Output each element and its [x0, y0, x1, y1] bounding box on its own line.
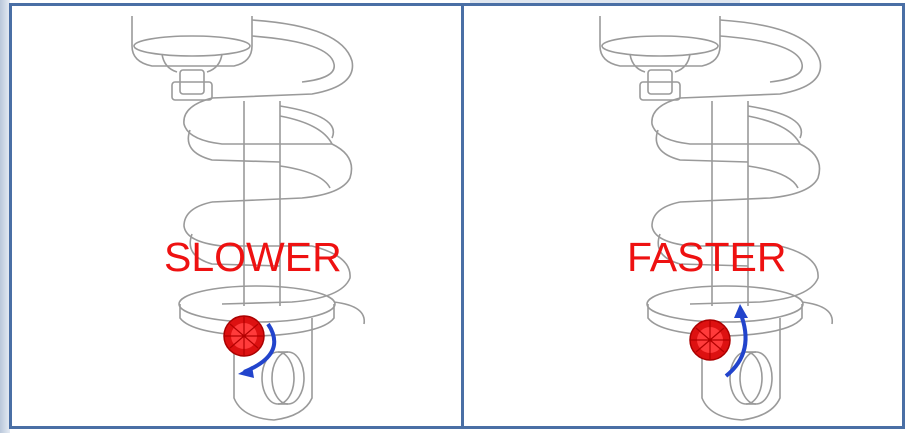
top-cap-ring [601, 35, 719, 57]
eyelet-body [701, 318, 781, 421]
coil-3 [679, 143, 821, 203]
line-art [599, 16, 833, 421]
shock-absorber-drawing-slower [131, 16, 365, 421]
coil-3 [211, 143, 353, 203]
rotation-arrow-icon [724, 304, 748, 378]
coil-2 [183, 97, 332, 145]
eyelet-hole [729, 351, 763, 405]
label-faster: FASTER [627, 234, 787, 280]
coil-1 [211, 19, 354, 99]
coil-4 [183, 201, 312, 247]
top-bolt-head [171, 81, 213, 101]
spring-seat [646, 285, 804, 323]
top-bolt-head [639, 81, 681, 101]
coil-2 [651, 97, 800, 145]
rotation-arrow-icon [238, 322, 277, 378]
left-shadow-edge [0, 0, 10, 433]
adjuster-knob-icon[interactable] [223, 315, 265, 357]
coil-5 [221, 245, 351, 305]
shock-absorber-drawing-faster [599, 16, 833, 421]
adjuster-knob-icon[interactable] [689, 319, 731, 361]
panel-slower: SLOWER [9, 3, 465, 429]
eyelet-body [233, 318, 313, 421]
label-slower: SLOWER [164, 234, 342, 280]
coil-5 [689, 245, 819, 305]
top-cap [131, 16, 253, 67]
line-art [131, 16, 365, 421]
top-cap [599, 16, 721, 67]
coil-1 [679, 19, 822, 99]
panel-faster: FASTER [461, 3, 905, 429]
coil-4 [651, 201, 780, 247]
spring-seat [178, 285, 336, 323]
top-cap-ring [133, 35, 251, 57]
